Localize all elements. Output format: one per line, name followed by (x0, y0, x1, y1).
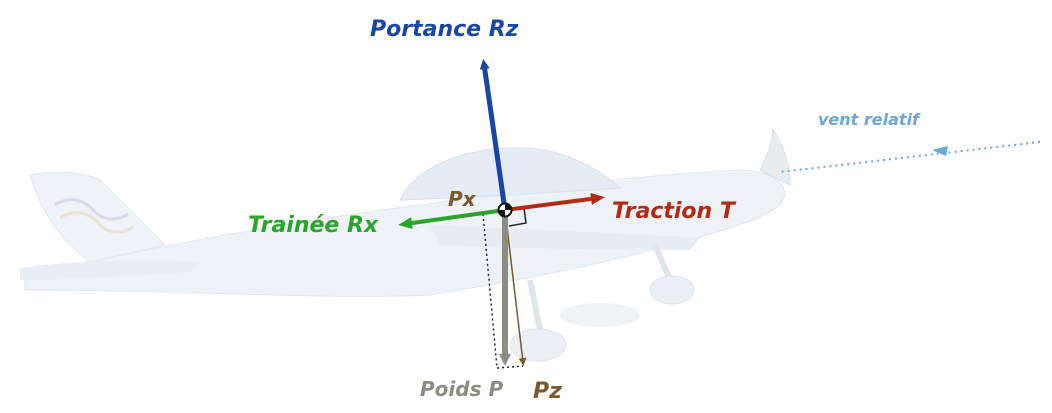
weight-x-label: Px (448, 187, 477, 211)
weight-z-label: Pz (533, 379, 562, 404)
right-angle-marker (508, 207, 527, 227)
lift-arrow (479, 59, 508, 211)
lift-label: Portance Rz (370, 17, 519, 42)
airplane-illustration (20, 127, 791, 362)
thrust-label: Traction T (612, 199, 737, 224)
drag-label: Trainée Rx (248, 213, 379, 238)
center-of-gravity-icon (497, 202, 513, 218)
thrust-arrow (504, 192, 605, 212)
relative-wind-arrow (779, 141, 1041, 173)
relative-wind-label: vent relatif (818, 110, 921, 129)
weight-label: Poids P (420, 377, 503, 401)
drag-arrow (398, 208, 506, 229)
